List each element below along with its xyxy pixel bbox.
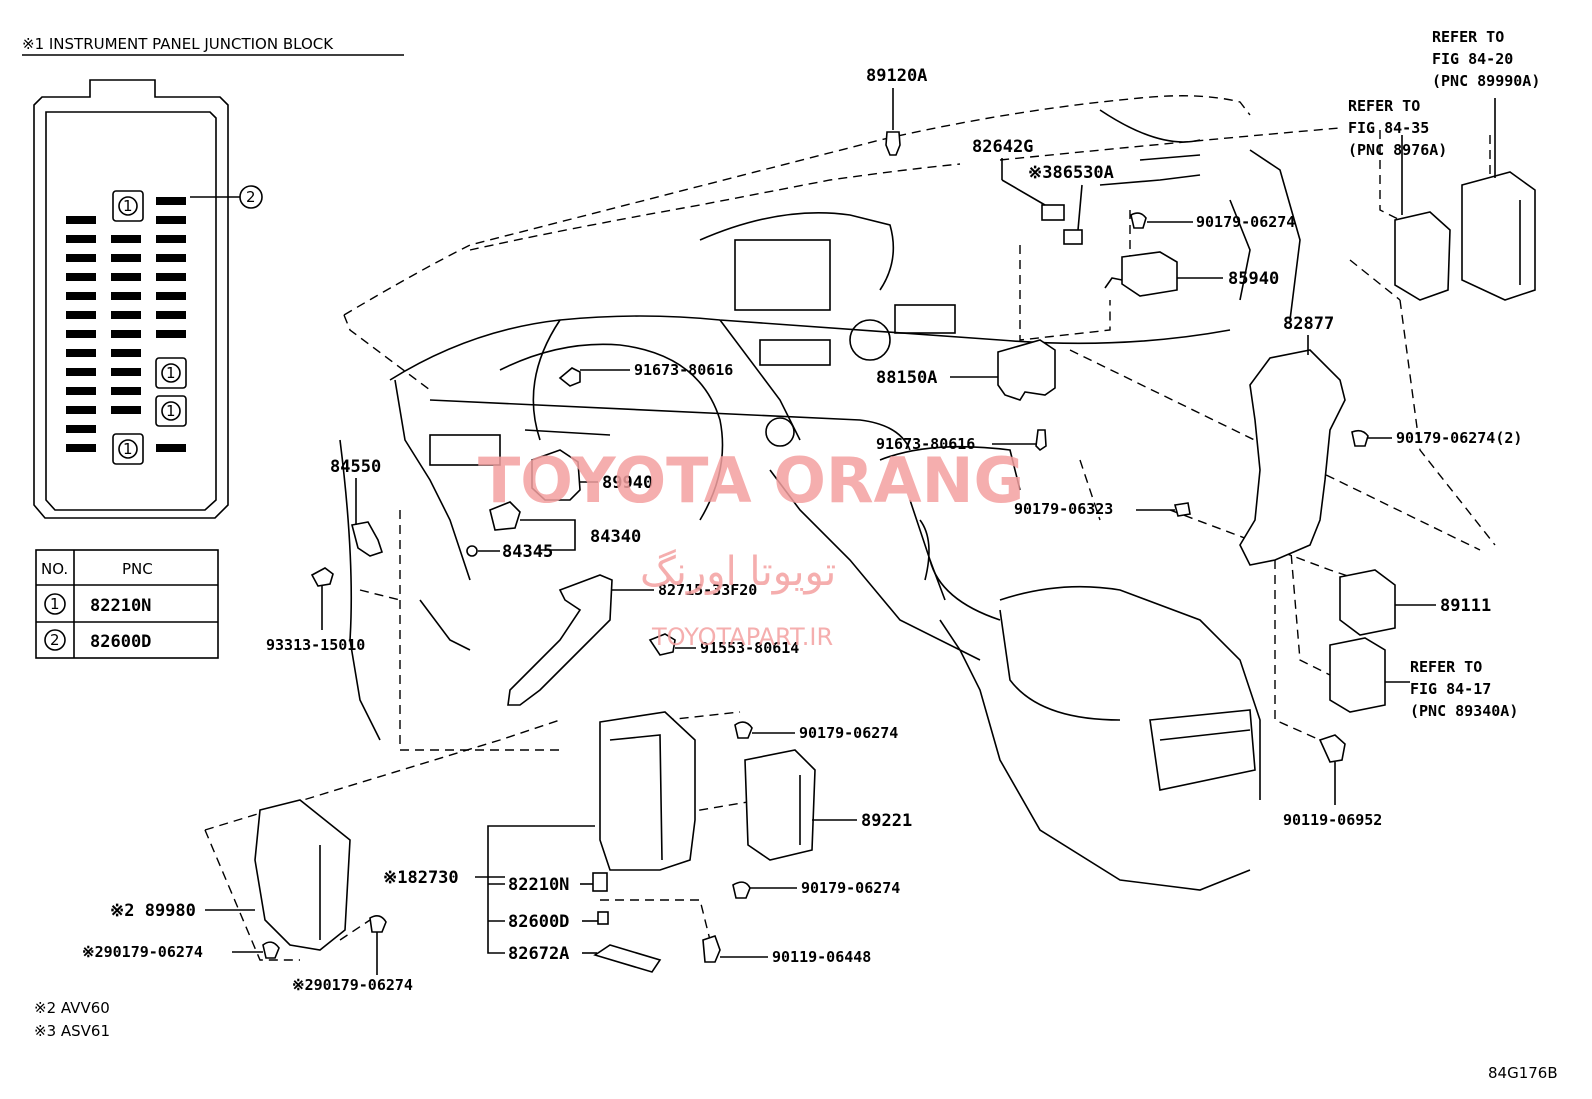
fuse-slot: [66, 368, 96, 376]
label-90179-06274-bottom: ※290179-06274: [292, 976, 413, 994]
fuse-slot: [111, 387, 141, 395]
label-86530A: ※386530A: [1028, 163, 1114, 183]
fuse-slot: [156, 273, 186, 281]
table-row-2-pnc: 82600D: [90, 632, 151, 652]
svg-text:1: 1: [166, 402, 176, 420]
refer-84-20-line1: REFER TO: [1432, 28, 1504, 46]
fuse-slot: [66, 273, 96, 281]
refer-84-20-line2: FIG 84-20: [1432, 50, 1513, 68]
fuse-slot: [66, 387, 96, 395]
refer-84-20-line3: (PNC 89990A): [1432, 72, 1540, 90]
fuse-slot: [66, 311, 96, 319]
fuse-slot: [66, 254, 96, 262]
fuse-slot: [111, 330, 141, 338]
note-asv61: ※3 ASV61: [34, 1022, 110, 1040]
table-row-1-no: 1: [50, 595, 60, 613]
label-93313-15010: 93313-15010: [266, 636, 365, 654]
label-82715-33F20: 82715-33F20: [658, 581, 757, 599]
callout-2-label: 2: [246, 188, 256, 206]
fuse-slot: [156, 254, 186, 262]
label-90179-06274-2: 90179-06274(2): [1396, 429, 1522, 447]
fuse-slot: [66, 425, 96, 433]
fuse-slot: [111, 406, 141, 414]
label-89111: 89111: [1440, 596, 1491, 616]
junction-block-title: ※1 INSTRUMENT PANEL JUNCTION BLOCK: [22, 35, 334, 53]
label-89980: ※2 89980: [110, 901, 196, 921]
label-90179-06274-top: 90179-06274: [1196, 213, 1295, 231]
fuse-slot: [156, 444, 186, 452]
callout-2-circle: [239, 185, 263, 209]
refer-84-17-line3: (PNC 89340A): [1410, 702, 1518, 720]
label-82877: 82877: [1283, 314, 1334, 334]
watermark-site: TOYOTAPART.IR: [651, 623, 833, 651]
fuse-slot: [66, 444, 96, 452]
watermark-persian: تویوتا اورنگ: [640, 549, 836, 595]
label-84340: 84340: [590, 527, 641, 547]
dashboard-outline: [339, 95, 1341, 891]
label-84345: 84345: [502, 542, 553, 562]
label-89221: 89221: [861, 811, 912, 831]
label-82672A: 82672A: [508, 944, 569, 964]
label-82210N: 82210N: [508, 875, 569, 895]
table-row-1-pnc: 82210N: [90, 596, 151, 616]
pnc-table: NO. PNC 1 82210N 2 82600D: [35, 549, 219, 659]
fuse-slot: [66, 292, 96, 300]
table-header-pnc: PNC: [122, 560, 153, 578]
refer-84-35-line3: (PNC 8976A): [1348, 141, 1447, 159]
refer-84-35-line2: FIG 84-35: [1348, 119, 1429, 137]
part-shapes: [254, 131, 1536, 973]
fuse-slot: [111, 311, 141, 319]
label-91673-80616-b: 91673-80616: [876, 435, 975, 453]
fuse-slot: [111, 235, 141, 243]
fuse-slot: [156, 216, 186, 224]
junction-block-drawing: 1 1 1 1: [33, 79, 240, 519]
label-84550: 84550: [330, 457, 381, 477]
label-88150A: 88150A: [876, 368, 937, 388]
label-90179-06274-left: ※290179-06274: [82, 943, 203, 961]
fuse-slot: [66, 330, 96, 338]
label-90179-06323: 90179-06323: [1014, 500, 1113, 518]
fuse-slot: [66, 406, 96, 414]
label-82642G: 82642G: [972, 137, 1033, 157]
fuse-slot: [156, 330, 186, 338]
svg-text:1: 1: [166, 364, 176, 382]
note-avv60: ※2 AVV60: [34, 999, 110, 1017]
fuse-slot: [111, 349, 141, 357]
fuse-slot: [156, 235, 186, 243]
label-90119-06952: 90119-06952: [1283, 811, 1382, 829]
watermark-main: TOYOTA ORANG: [478, 444, 1024, 517]
figure-id: 84G176B: [1488, 1064, 1558, 1082]
label-91673-80616-a: 91673-80616: [634, 361, 733, 379]
fuse-slot: [66, 235, 96, 243]
fuse-slot: [156, 311, 186, 319]
fuse-slot: [156, 292, 186, 300]
table-header-no: NO.: [41, 560, 68, 578]
label-85940: 85940: [1228, 269, 1279, 289]
refer-84-17-line1: REFER TO: [1410, 658, 1482, 676]
table-row-2-no: 2: [50, 631, 60, 649]
fuse-slot: [66, 216, 96, 224]
label-89940: 89940: [602, 473, 653, 493]
refer-84-35-line1: REFER TO: [1348, 97, 1420, 115]
fuse-slot: [111, 273, 141, 281]
refer-84-17-line2: FIG 84-17: [1410, 680, 1491, 698]
label-90119-06448: 90119-06448: [772, 948, 871, 966]
fuse-slot: [156, 197, 186, 205]
fuse-slot: [111, 292, 141, 300]
label-90179-06274-low: 90179-06274: [801, 879, 900, 897]
label-82600D: 82600D: [508, 912, 569, 932]
svg-text:1: 1: [123, 440, 133, 458]
fuse-slot: [111, 254, 141, 262]
fuse-slot: [66, 349, 96, 357]
label-89120A: 89120A: [866, 66, 927, 86]
label-91553-80614: 91553-80614: [700, 639, 799, 657]
leader-lines: [205, 88, 1496, 975]
label-90179-06274-mid: 90179-06274: [799, 724, 898, 742]
fuse-slot: [111, 368, 141, 376]
svg-text:1: 1: [123, 197, 133, 215]
label-82730: ※182730: [383, 868, 459, 888]
